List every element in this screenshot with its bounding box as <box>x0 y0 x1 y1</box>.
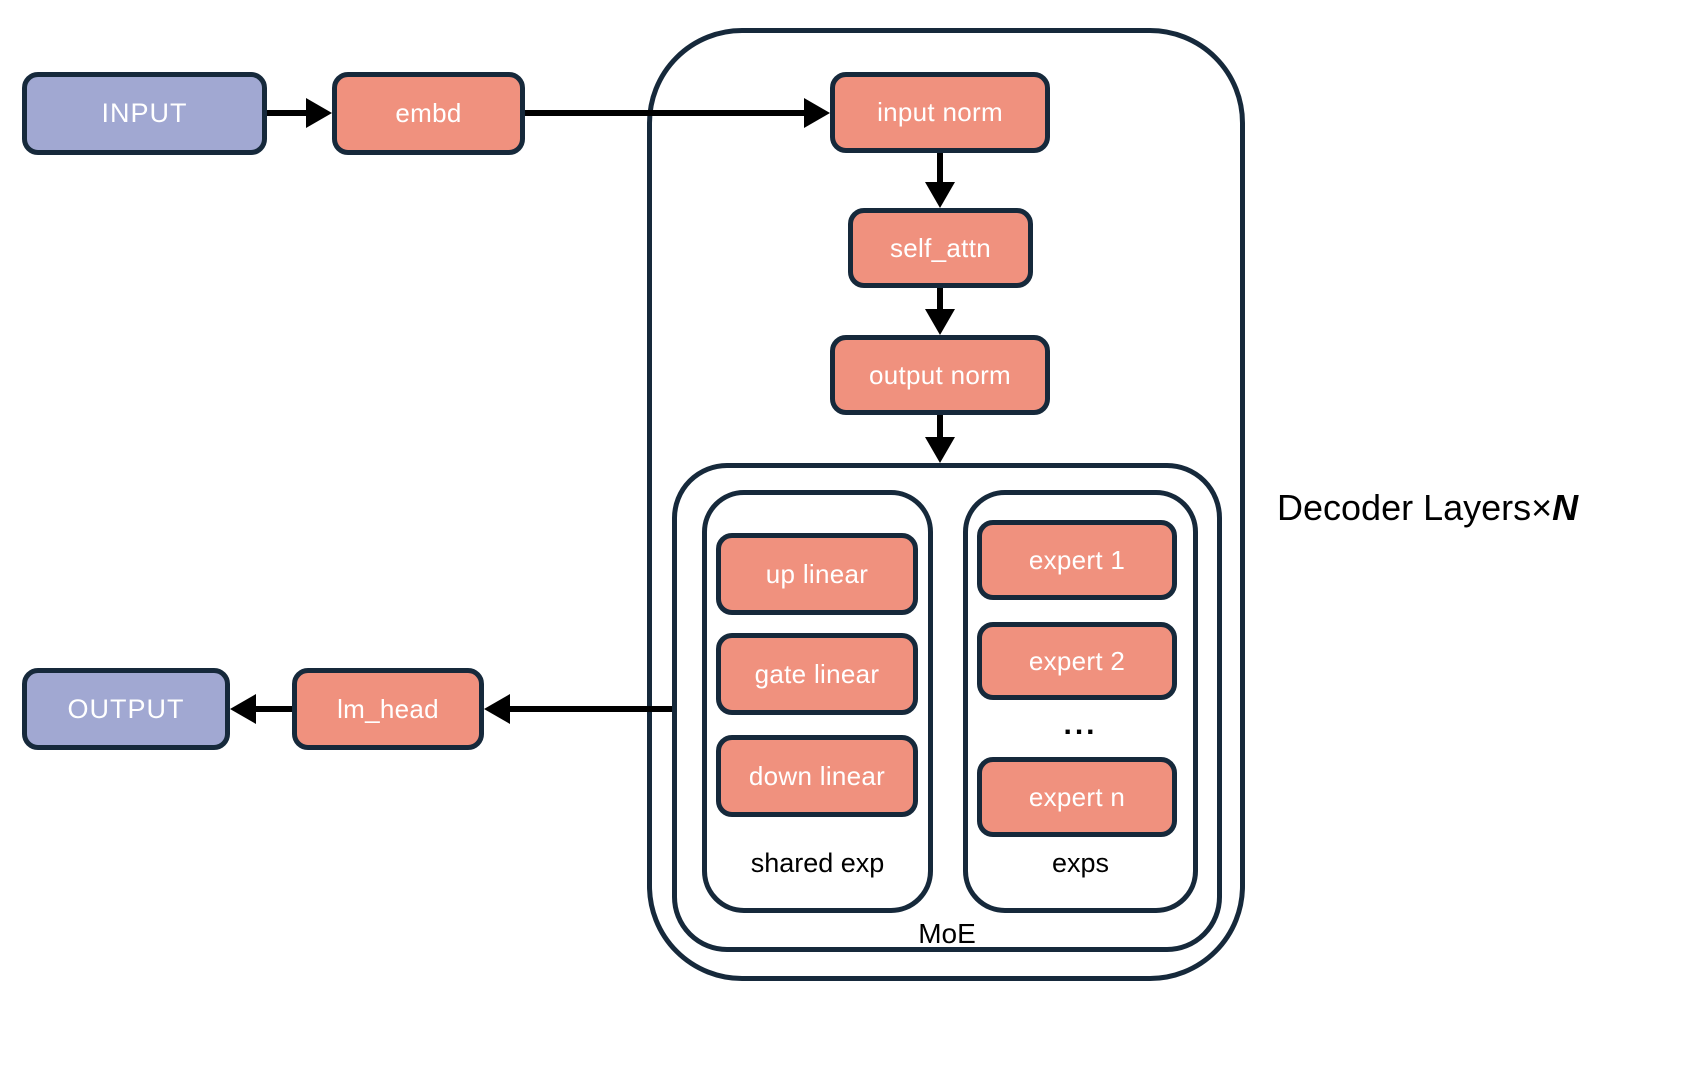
arrowhead-down-icon <box>925 182 955 208</box>
moe-container <box>672 463 1222 952</box>
arrow-line <box>267 110 308 116</box>
arrowhead-right-icon <box>804 98 830 128</box>
decoder-layers-label: Decoder Layers×N <box>1277 487 1697 529</box>
node-embd: embd <box>332 72 525 155</box>
arrowhead-left-icon <box>230 694 256 724</box>
exps-label: exps <box>1051 848 1110 878</box>
arrowhead-down-icon <box>925 437 955 463</box>
node-expert-1: expert 1 <box>977 520 1177 600</box>
experts-container <box>963 490 1198 913</box>
shared-exp-label: shared exp <box>750 848 885 878</box>
arrowhead-left-icon <box>484 694 510 724</box>
node-expert-2: expert 2 <box>977 622 1177 700</box>
experts-ellipsis: ... <box>1063 708 1098 741</box>
arrow-line <box>937 288 943 311</box>
node-input: INPUT <box>22 72 267 155</box>
node-lm-head: lm_head <box>292 668 484 750</box>
node-self-attn: self_attn <box>848 208 1033 288</box>
decoder-layers-container <box>647 28 1245 981</box>
arrow-line <box>937 153 943 184</box>
node-down-linear: down linear <box>716 735 918 817</box>
arrow-line <box>525 110 806 116</box>
arrowhead-down-icon <box>925 309 955 335</box>
decoder-layers-text: Decoder Layers× <box>1277 487 1553 528</box>
node-gate-linear: gate linear <box>716 633 918 715</box>
node-output: OUTPUT <box>22 668 230 750</box>
arrow-line <box>254 706 292 712</box>
moe-label: MoE <box>918 918 976 949</box>
arrowhead-right-icon <box>306 98 332 128</box>
arrow-line <box>937 415 943 439</box>
decoder-layers-n-variable: N <box>1552 487 1579 528</box>
node-up-linear: up linear <box>716 533 918 615</box>
node-input-norm: input norm <box>830 72 1050 153</box>
node-output-norm: output norm <box>830 335 1050 415</box>
node-expert-n: expert n <box>977 757 1177 837</box>
shared-expert-container <box>702 490 933 913</box>
arrow-line <box>508 706 672 712</box>
